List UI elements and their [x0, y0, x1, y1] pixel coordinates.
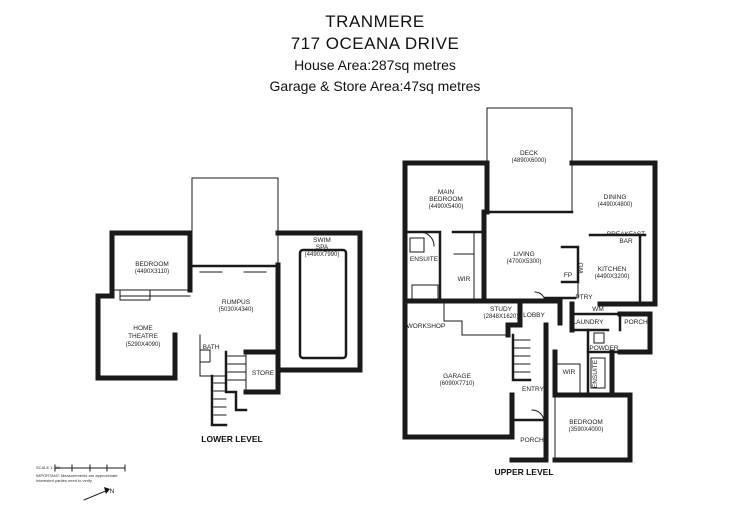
room-fp: FP — [564, 272, 572, 279]
scale-bar — [54, 464, 126, 472]
lower-level-plan — [95, 177, 363, 427]
room-ensuite-upper: ENSUITE — [592, 359, 599, 388]
room-wo: WO — [578, 262, 585, 273]
room-wir-main: WIR — [458, 276, 471, 283]
room-wir-upper: WIR — [563, 369, 576, 376]
room-bath: BATH — [203, 344, 220, 351]
room-kitchen: KITCHEN — [598, 266, 627, 273]
room-swim-spa-dims: (4490X7990) — [305, 252, 340, 258]
room-study-dims: (2848X1620) — [484, 314, 519, 320]
room-garage-dims: (6090X7710) — [440, 381, 475, 387]
room-store: STORE — [252, 370, 275, 377]
room-home-theatre-dims: (5290X4090) — [126, 342, 161, 348]
upper-level-label: UPPER LEVEL — [494, 467, 553, 477]
room-kitchen-dims: (4490X3200) — [595, 274, 630, 280]
room-rumpus: RUMPUS — [222, 299, 251, 306]
north-arrow-icon — [83, 487, 110, 501]
north-label: N — [110, 488, 115, 495]
room-living-dims: (4700X5300) — [507, 259, 542, 265]
room-bedroom-lower: BEDROOM — [135, 261, 169, 268]
scale-note-2: Interested parties need to verify — [36, 478, 92, 483]
room-rumpus-dims: (5030X4340) — [219, 307, 254, 313]
room-swim-spa-line2: SPA — [316, 244, 329, 251]
room-breakfast-bar-line1: BREAKFAST — [607, 231, 645, 238]
upper-level-plan — [402, 107, 658, 463]
room-powder: POWDER — [589, 345, 619, 352]
room-study: STUDY — [490, 306, 513, 313]
room-workshop: WORKSHOP — [407, 323, 446, 330]
room-home-theatre-line2: THEATRE — [128, 333, 159, 340]
room-laundry: LAUNDRY — [573, 319, 605, 326]
room-main-bedroom-line2: BEDROOM — [429, 196, 463, 203]
room-dining: DINING — [604, 194, 627, 201]
room-deck-dims: (4890X6000) — [512, 158, 547, 164]
room-entry: ENTRY — [522, 386, 545, 393]
lower-level-label: LOWER LEVEL — [201, 434, 262, 444]
room-ensuite-main: ENSUITE — [410, 256, 439, 263]
room-bedroom-upper: BEDROOM — [569, 419, 603, 426]
room-porch-side: PORCH — [624, 319, 648, 326]
room-deck: DECK — [520, 150, 539, 157]
room-home-theatre-line1: HOME — [133, 325, 153, 332]
room-porch-front: PORCH — [520, 437, 544, 444]
room-wm: WM — [592, 306, 604, 313]
room-lobby: LOBBY — [523, 312, 545, 319]
plan-address: 717 OCEANA DRIVE — [290, 34, 460, 53]
room-dining-dims: (4490X4800) — [598, 202, 633, 208]
garage-area-text: Garage & Store Area:47sq metres — [269, 78, 481, 94]
room-bedroom-upper-dims: (3590X4000) — [569, 427, 604, 433]
room-bedroom-lower-dims: (4490X3110) — [135, 269, 169, 275]
room-breakfast-bar-line2: BAR — [619, 238, 633, 245]
scale-note-1: IMPORTANT: Measurements are approximate — [36, 473, 118, 478]
room-garage: GARAGE — [443, 373, 471, 380]
plan-title: TRANMERE — [325, 12, 425, 31]
room-swim-spa-line1: SWIM — [313, 237, 331, 244]
house-area-text: House Area:287sq metres — [294, 57, 456, 73]
room-main-bedroom-line1: MAIN — [438, 189, 455, 196]
scale-label: SCALE 1:100 — [36, 465, 61, 470]
room-main-bedroom-dims: (4490X5400) — [429, 204, 464, 210]
room-ptry: PTRY — [575, 294, 593, 301]
room-living: LIVING — [513, 251, 534, 258]
